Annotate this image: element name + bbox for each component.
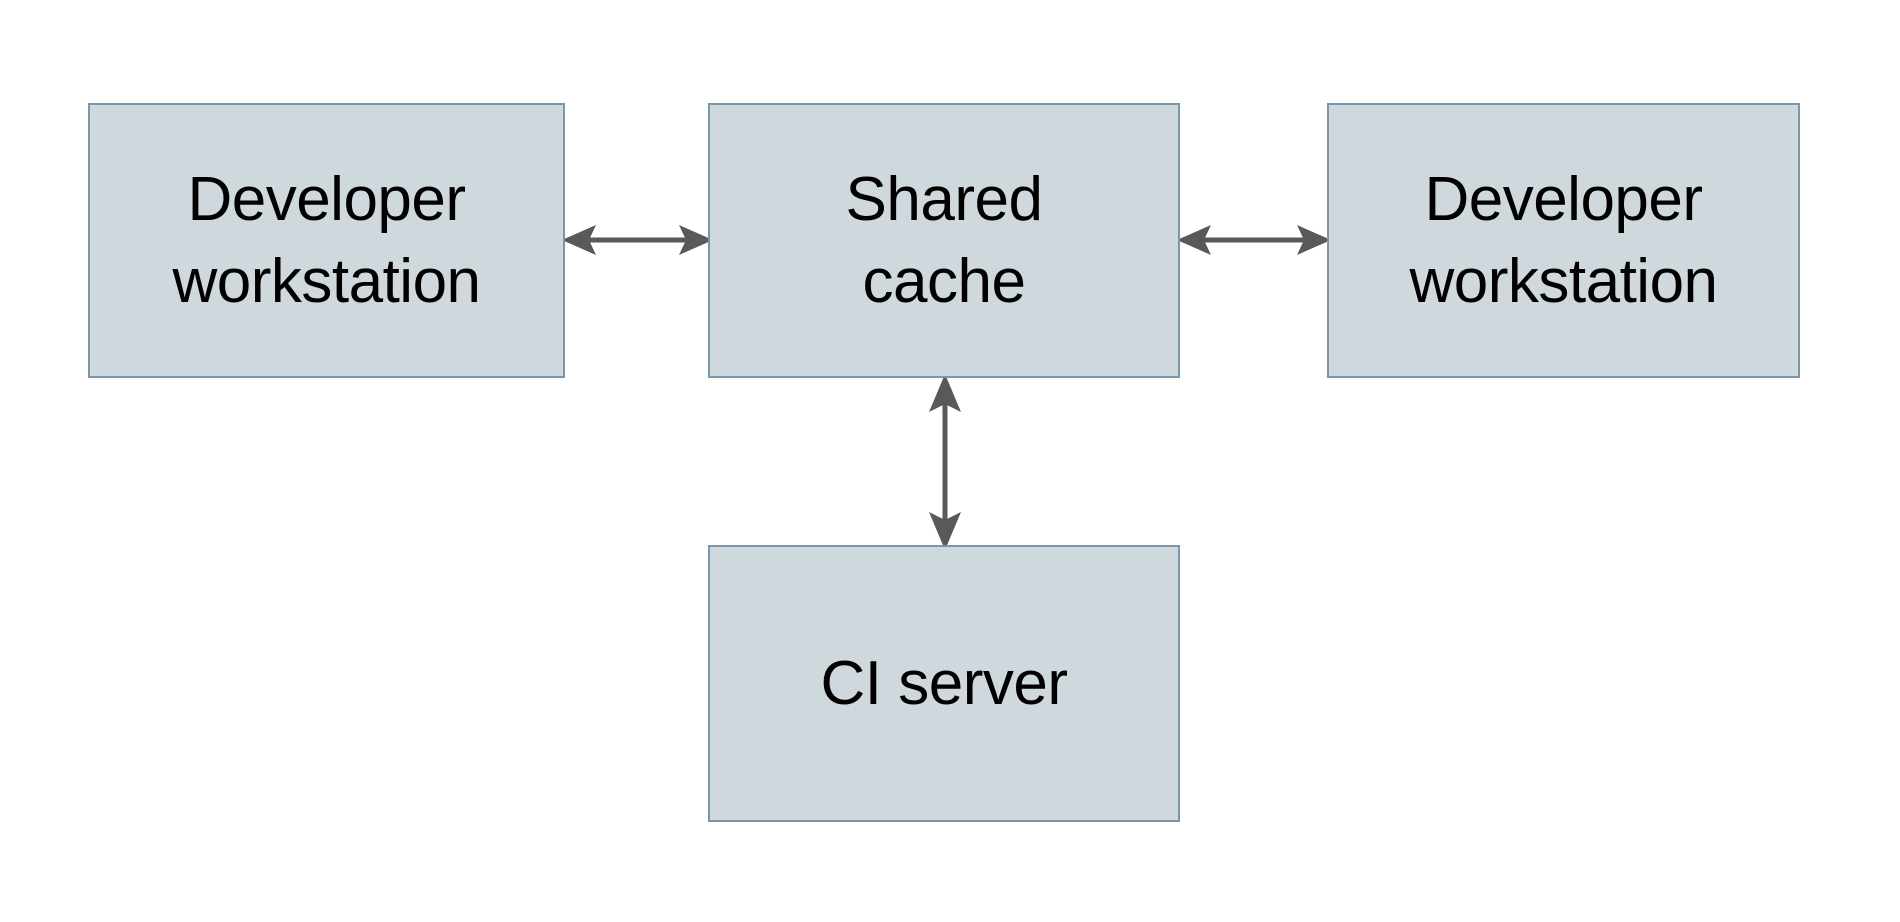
node-label: CI server <box>820 648 1068 718</box>
node-label: Developer workstation <box>172 164 481 316</box>
arrowhead-left-icon <box>1177 225 1211 255</box>
edge-shared-cache-to-dev-right <box>1177 225 1331 255</box>
arrowhead-left-icon <box>562 225 596 255</box>
arrowhead-right-icon <box>1297 225 1331 255</box>
arrowhead-up-icon <box>929 374 961 412</box>
edge-shared-cache-to-ci-server <box>929 374 961 550</box>
node-label: Developer workstation <box>1409 164 1718 316</box>
node-shared-cache[interactable]: Shared cache <box>708 103 1180 378</box>
node-developer-workstation-right[interactable]: Developer workstation <box>1327 103 1800 378</box>
node-label: Shared cache <box>845 164 1043 316</box>
node-developer-workstation-left[interactable]: Developer workstation <box>88 103 565 378</box>
node-ci-server[interactable]: CI server <box>708 545 1180 822</box>
edge-dev-left-to-shared-cache <box>562 225 713 255</box>
